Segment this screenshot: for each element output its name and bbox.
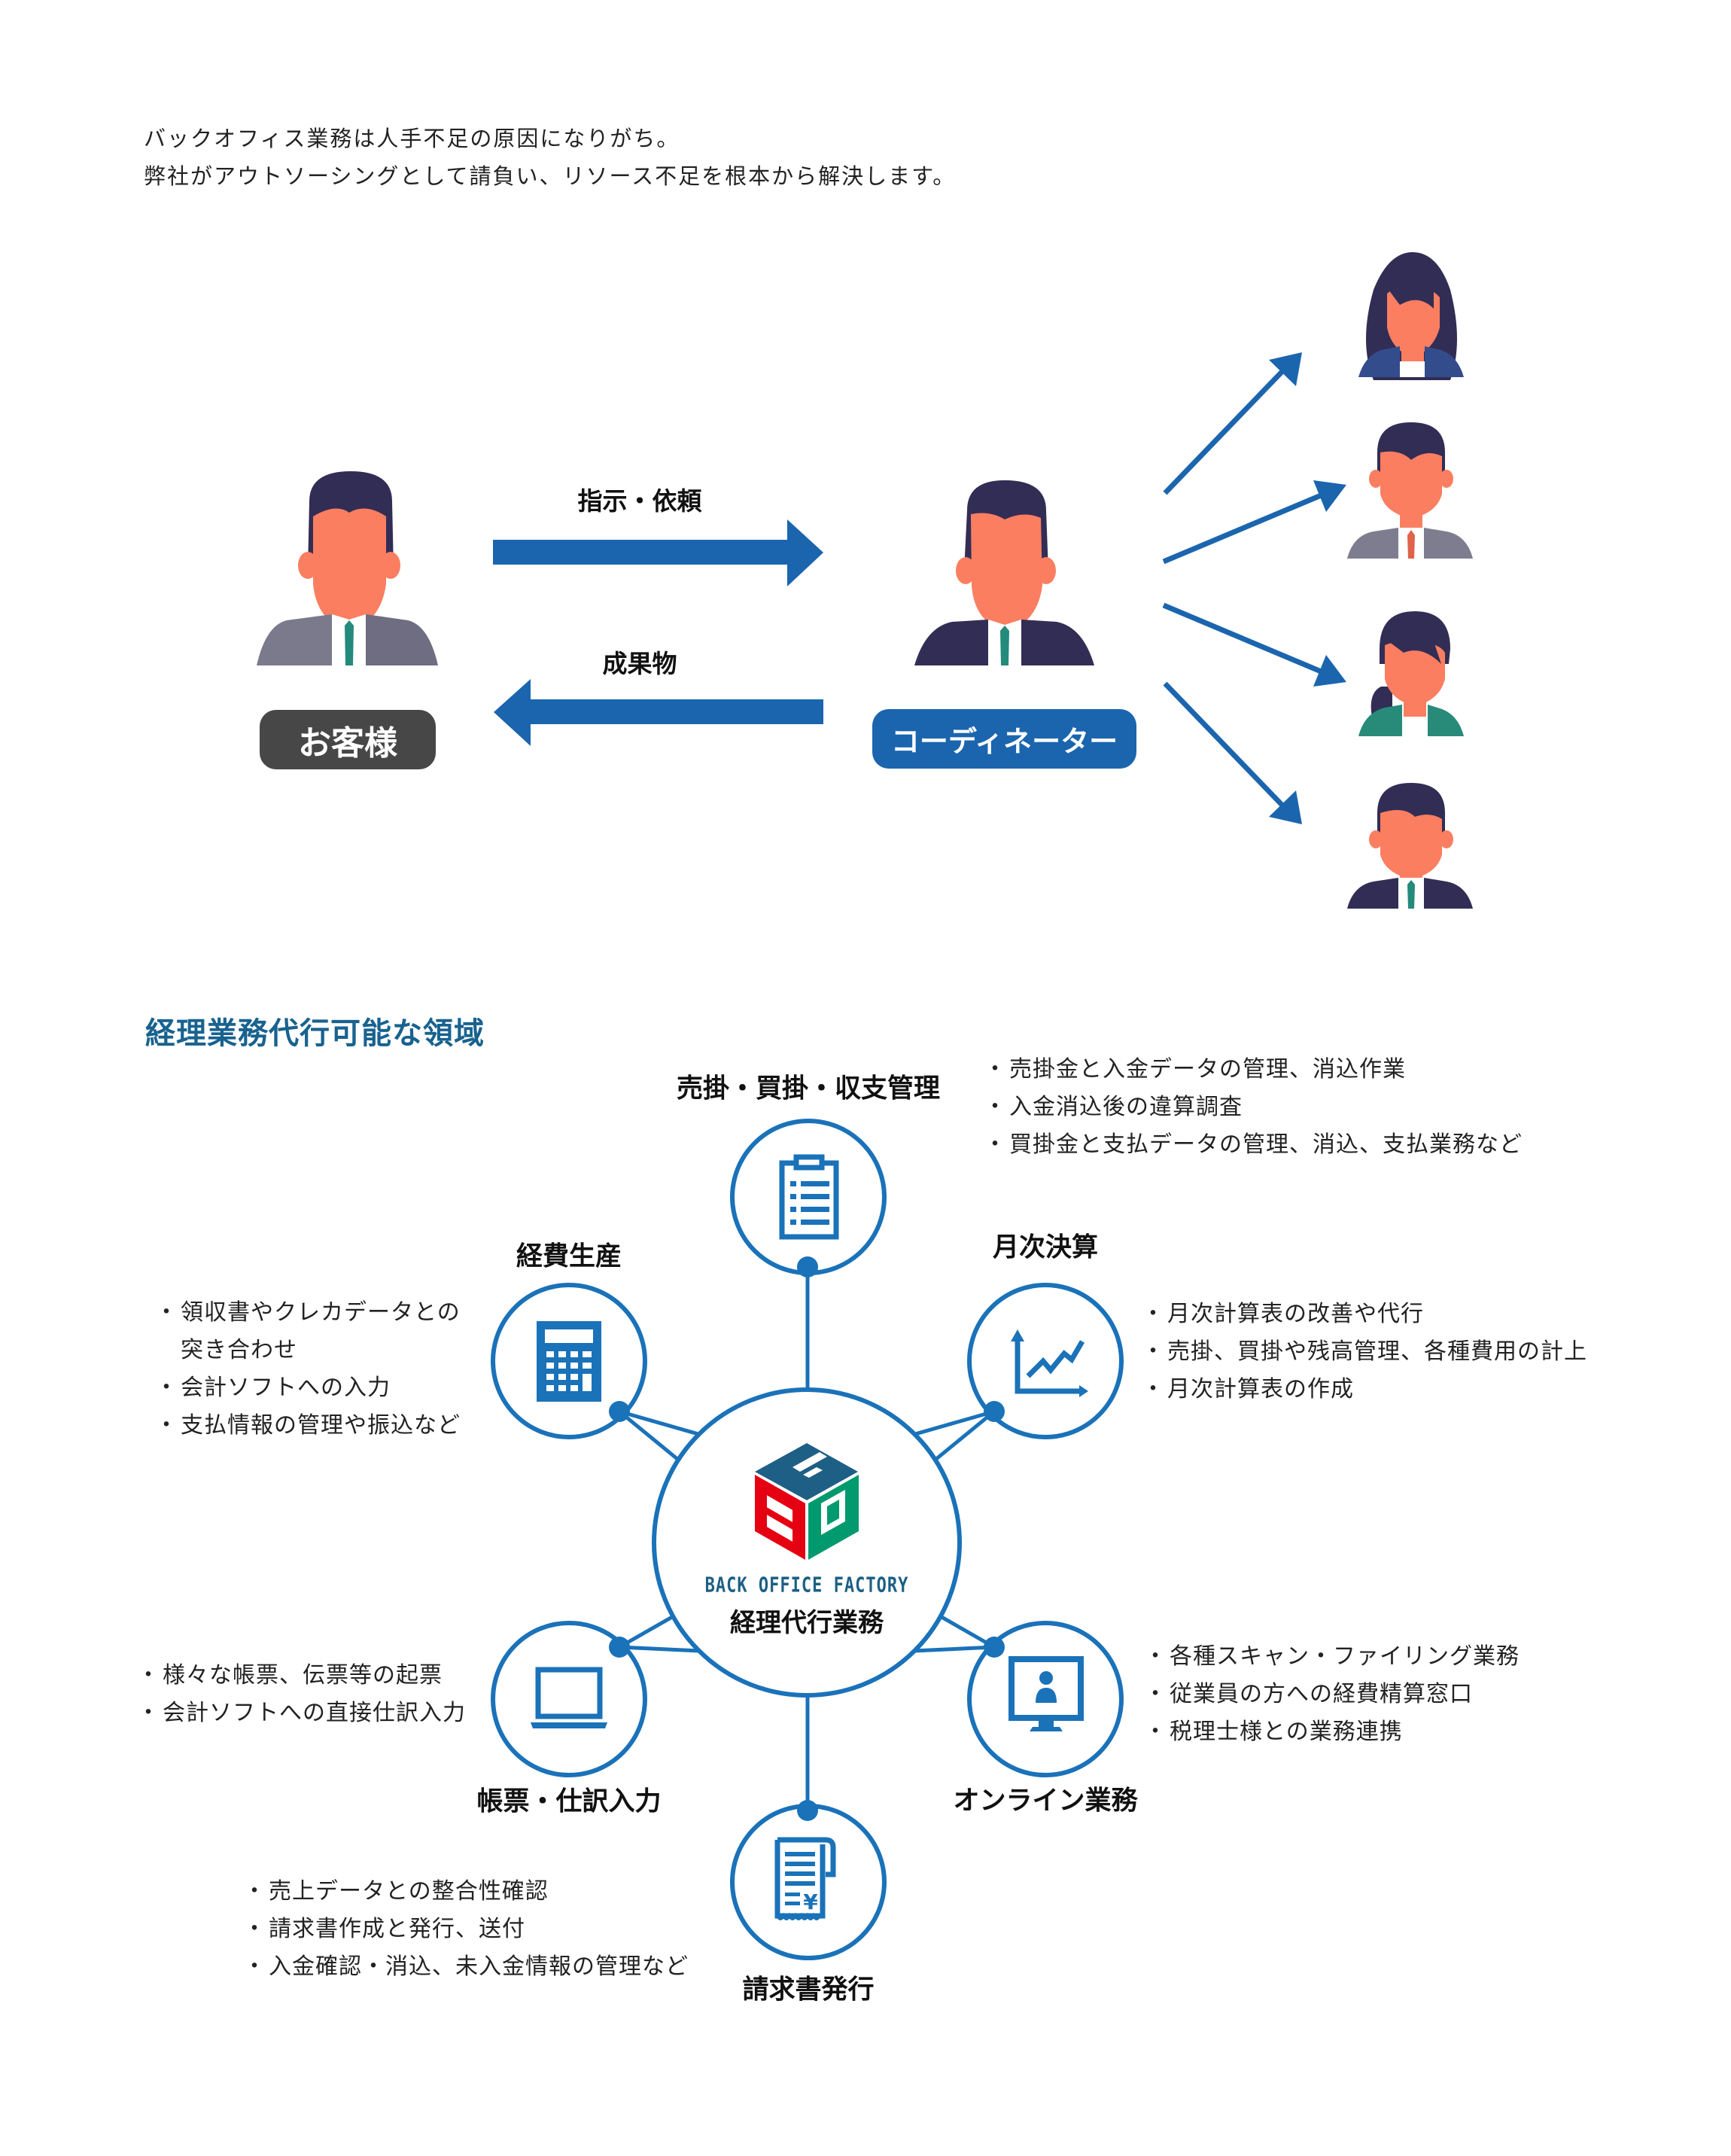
request-label: 指示・依頼 [577,486,702,516]
bullet-item: 様々な帳票、伝票等の起票 [137,1657,466,1695]
node-circle-voucher [491,1621,647,1777]
bullets-voucher: 様々な帳票、伝票等の起票 会計ソフトへの直接仕訳入力 [137,1657,466,1732]
flow-diagram [257,252,1473,909]
bullet-item-continued: 突き合わせ [181,1337,297,1363]
bof-logo [755,1443,859,1560]
node-label-voucher: 帳票・仕訳入力 [476,1786,662,1817]
bullet-item: 請求書作成と発行、送付 [243,1911,689,1948]
connector-dot [984,1637,1005,1658]
bullet-item: 入金確認・消込、未入金情報の管理など [243,1948,689,1986]
bullet-item: 売上データとの整合性確認 [243,1873,689,1911]
connector-upper-right [914,1409,995,1436]
connector-dot [609,1401,630,1422]
center-circle [652,1387,962,1698]
node-circle-invoice [730,1804,887,1960]
node-label-receivables: 売掛・買掛・収支管理 [676,1073,941,1104]
laptop-icon [531,1667,607,1728]
bullet-item: 会計ソフトへの直接仕訳入力 [137,1695,466,1732]
deliverable-arrow [494,679,823,746]
worker-arrow-2 [1162,480,1346,565]
deliverable-label: 成果物 [602,649,677,678]
connector-dot [609,1637,630,1658]
bullets-monthly: 月次計算表の改善や代行 売掛、買掛や残高管理、各種費用の計上 月次計算表の作成 [1142,1296,1587,1408]
coordinator-badge: コーディネーター [872,709,1136,769]
worker-avatar-1 [1358,252,1464,380]
monitor-user-icon [1008,1656,1084,1731]
worker-avatar-3 [1358,611,1464,736]
intro-line-2: 弊社がアウトソーシングとして請負い、リソース不足を根本から解決します。 [144,163,957,189]
bullet-item: 売掛金と入金データの管理、消込作業 [984,1051,1523,1089]
worker-arrow-4 [1163,681,1302,824]
connector-upper-left [619,1409,699,1436]
node-circle-expense [491,1283,647,1439]
calculator-icon [537,1321,601,1402]
bullet-item: 売掛、買掛や残高管理、各種費用の計上 [1142,1333,1587,1371]
bullet-item: 税理士様との業務連携 [1144,1713,1520,1751]
bullets-invoice: 売上データとの整合性確認 請求書作成と発行、送付 入金確認・消込、未入金情報の管… [243,1873,689,1986]
connector-lower-left [619,1645,701,1653]
node-circle-monthly [967,1283,1124,1439]
clipboard-icon [779,1154,839,1240]
connector-dot [797,1800,818,1821]
worker-avatar-2 [1347,422,1473,559]
intro-line-1: バックオフィス業務は人手不足の原因になりがち。 [144,126,680,151]
request-arrow [493,519,823,586]
bullet-item: 会計ソフトへの入力 [155,1369,461,1407]
coordinator-avatar [914,480,1094,665]
worker-arrow-1 [1163,352,1302,495]
worker-avatar-4 [1347,783,1473,909]
node-label-online: オンライン業務 [953,1786,1138,1816]
customer-badge: お客様 [260,710,436,769]
customer-avatar [257,471,438,665]
node-label-monthly: 月次決算 [992,1232,1099,1263]
bullet-item: 入金消込後の違算調査 [984,1089,1523,1126]
svg-text:¥: ¥ [803,1890,818,1914]
node-label-invoice: 請求書発行 [742,1975,875,2005]
brand-name: BACK OFFICE FACTORY [704,1573,909,1598]
section-title: 経理業務代行可能な領域 [145,1016,485,1051]
bullet-item: 月次計算表の改善や代行 [1142,1296,1587,1333]
bullet-item: 月次計算表の作成 [1142,1371,1587,1408]
chart-icon [1011,1329,1088,1397]
bullet-item: 領収書やクレカデータとの [155,1294,461,1332]
bullet-item: 支払情報の管理や振込など [155,1407,461,1445]
worker-arrow-3 [1162,602,1346,687]
bullet-item: 従業員の方への経費精算窓口 [1144,1676,1520,1713]
connector-dot [797,1256,818,1277]
node-circle-receivables [730,1119,887,1275]
bullet-item: 買掛金と支払データの管理、消込、支払業務など [984,1126,1523,1164]
center-label: 経理代行業務 [730,1608,884,1638]
connector-dot [984,1401,1005,1422]
bullets-expense: 領収書やクレカデータとの 突き合わせ 会計ソフトへの入力 支払情報の管理や振込な… [155,1294,461,1445]
receipt-yen-icon: ¥ [774,1837,836,1920]
node-circle-online [967,1621,1124,1777]
bullet-item: 各種スキャン・ファイリング業務 [1144,1638,1520,1676]
connector-lower-right [913,1645,995,1653]
bullets-online: 各種スキャン・ファイリング業務 従業員の方への経費精算窓口 税理士様との業務連携 [1144,1638,1520,1751]
bullets-receivables: 売掛金と入金データの管理、消込作業 入金消込後の違算調査 買掛金と支払データの管… [984,1051,1523,1164]
node-label-expense: 経費生産 [516,1241,622,1272]
